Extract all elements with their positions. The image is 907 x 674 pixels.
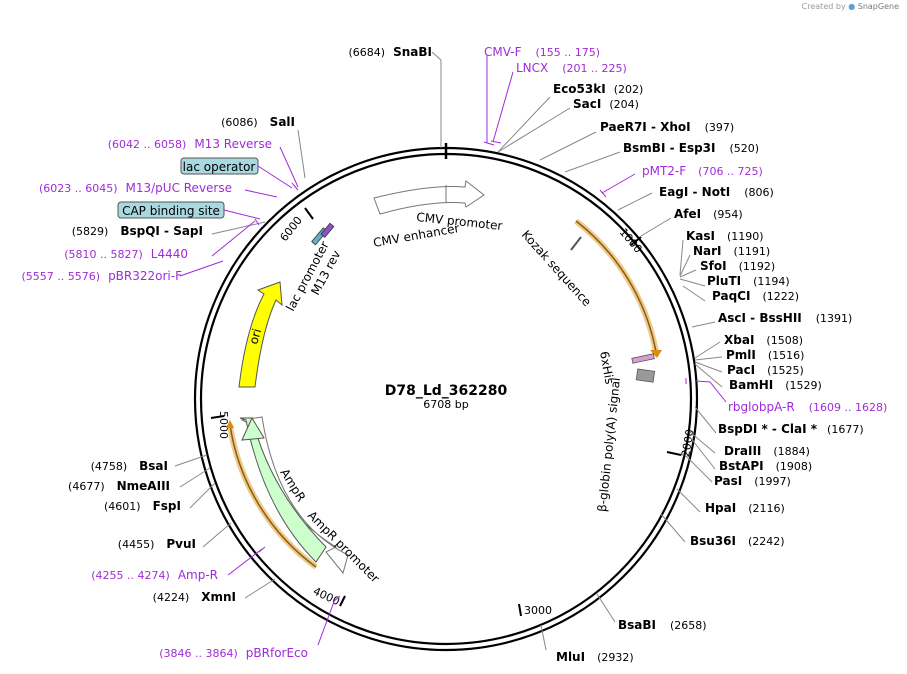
lac-operator-label: lac operator (183, 160, 256, 174)
enzyme-paci: PacI(1525) (727, 363, 804, 377)
cmv-enhancer-label: CMV enhancer (372, 221, 460, 250)
credit-prefix: Created by (801, 2, 846, 11)
snapgene-logo-icon: ● (848, 2, 856, 11)
enzyme-saci: SacI(204) (573, 97, 639, 111)
tick-4000: 4000 (311, 585, 342, 609)
enzyme-paqci: PaqCI(1222) (712, 289, 799, 303)
ori-label: ori (246, 327, 264, 346)
ampr-orf-arc (229, 424, 317, 568)
enzyme-pvui: (4455)PvuI (118, 537, 196, 551)
enzyme-eco53ki: Eco53kI(202) (553, 82, 643, 96)
enzyme-paer7i-xhoi: PaeR7I - XhoI(397) (600, 120, 734, 134)
enzyme-nmeaiii: (4677)NmeAIII (68, 479, 170, 493)
plasmid-name: D78_Ld_362280 (385, 383, 508, 399)
enzyme-mlui: MluI(2932) (556, 650, 634, 664)
enzyme-bamhi: BamHI(1529) (729, 378, 822, 392)
enzyme-bsai: (4758)BsaI (91, 459, 168, 473)
primer-rbglobpa-r: rbglobpA-R(1609 .. 1628) (728, 400, 887, 414)
orf-arc (575, 220, 657, 353)
enzyme-fspi: (4601)FspI (104, 499, 181, 513)
enzyme-sfoi: SfoI(1192) (700, 259, 775, 273)
enzyme-hpai: HpaI(2116) (705, 501, 785, 515)
m13rev-box (320, 222, 335, 238)
cmv-promoter-arrow (373, 180, 485, 215)
enzyme-bsabi: BsaBI(2658) (618, 618, 707, 632)
created-by-credit: Created by ● SnapGene (802, 2, 899, 11)
tick-5000: 5000 (217, 411, 230, 439)
orf-arrowhead (650, 350, 662, 358)
enzyme-bspqi-sapi: (5829)BspQI - SapI (72, 224, 203, 238)
primer-pbrforeco: (3846 .. 3864)pBRforEco (159, 646, 308, 660)
enzyme-snabi: (6684)SnaBI (349, 45, 432, 59)
primer-m13-puc-reverse: (6023 .. 6045)M13/pUC Reverse (39, 181, 232, 195)
enzyme-pasi: PasI(1997) (714, 474, 791, 488)
ori-arrow (238, 281, 283, 388)
enzyme-xbai: XbaI(1508) (724, 333, 803, 347)
enzyme-kasi: KasI(1190) (686, 229, 764, 243)
bglobin-label: β-globin poly(A) signal (595, 377, 623, 513)
enzyme-sali: (6086)SalI (221, 115, 295, 129)
primer-leaders (179, 55, 727, 646)
enzyme-bspdi-clai: BspDI * - ClaI *(1677) (718, 422, 864, 436)
enzyme-draiii: DraIII(1884) (724, 444, 810, 458)
primer-m13-reverse: (6042 .. 6058)M13 Reverse (108, 137, 272, 151)
enzyme-afei: AfeI(954) (674, 207, 743, 221)
his-tag-box (631, 353, 655, 364)
ampr-orf-arrowhead (226, 420, 234, 428)
enzyme-pmli: PmlI(1516) (726, 348, 804, 362)
enzyme-bsu36i: Bsu36I(2242) (690, 534, 785, 548)
enzyme-bsmbi-esp3i: BsmBI - Esp3I(520) (623, 141, 759, 155)
ampr-arrow (239, 417, 327, 563)
primer-l4440: (5810 .. 5827)L4440 (64, 247, 188, 261)
enzyme-pluti: PluTI(1194) (707, 274, 790, 288)
tick-2000: 2000 (679, 428, 697, 458)
enzyme-eagi-noti: EagI - NotI(806) (659, 185, 774, 199)
enzyme-leaders (174, 51, 723, 651)
enzyme-asci-bsshii: AscI - BssHII(1391) (718, 311, 852, 325)
his-label: 6xHis (597, 350, 617, 385)
primer-pbr322ori-f: (5557 .. 5576)pBR322ori-F (22, 269, 183, 283)
primer-pmt2-f: pMT2-F(706 .. 725) (642, 164, 763, 178)
primer-amp-r: (4255 .. 4274)Amp-R (91, 568, 218, 582)
primer-lncx: LNCX(201 .. 225) (516, 61, 627, 75)
cap-binding-site-label: CAP binding site (122, 204, 220, 218)
primer-cmv-f: CMV-F(155 .. 175) (484, 45, 600, 59)
plasmid-size: 6708 bp (423, 398, 468, 411)
kozak-label: Kozak sequence (519, 228, 594, 309)
enzyme-xmni: (4224)XmnI (153, 590, 236, 604)
kozak-marker (570, 236, 582, 251)
orf-arc-highlight (574, 218, 659, 353)
enzyme-bstapi: BstAPI(1908) (719, 459, 812, 473)
tick-3000: 3000 (524, 604, 552, 617)
credit-brand: SnapGene (857, 2, 899, 11)
enzyme-nari: NarI(1191) (693, 244, 770, 258)
polya-box (635, 368, 656, 383)
